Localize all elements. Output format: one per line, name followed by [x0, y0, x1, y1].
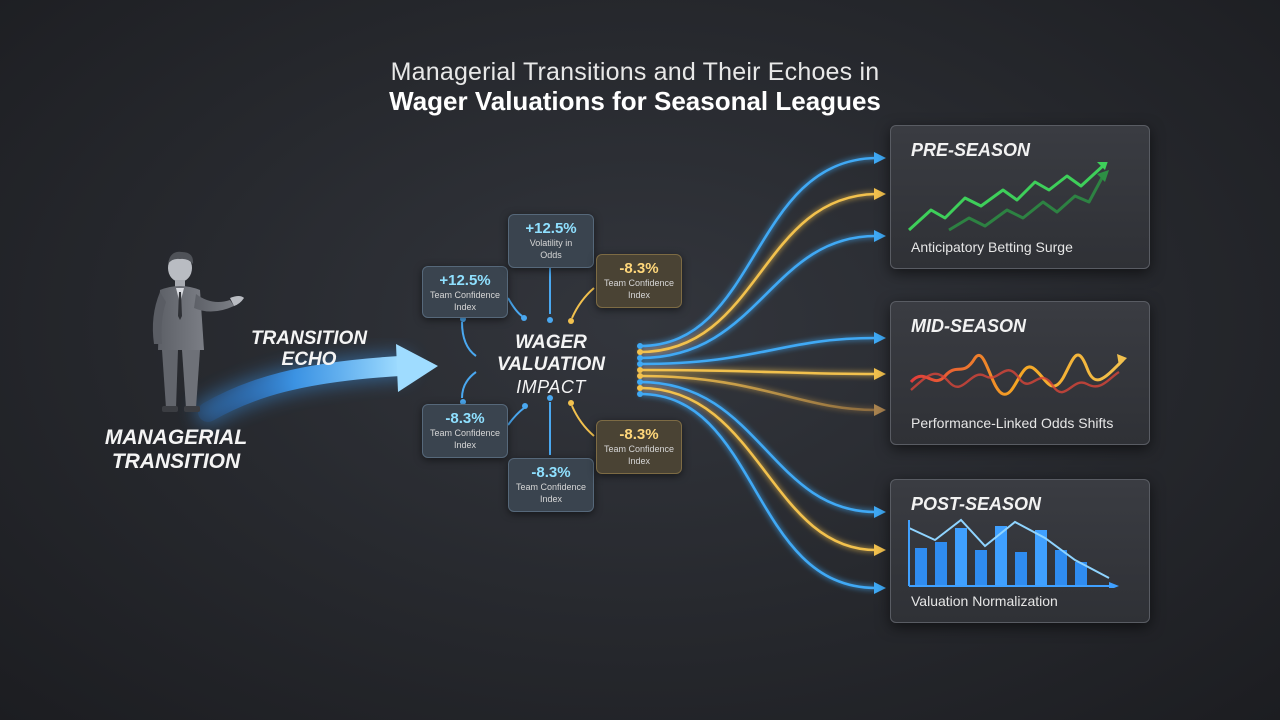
transition-echo-arrow: [195, 344, 438, 425]
stage-heading: MID-SEASON: [911, 316, 1027, 336]
hub-line-1: WAGER: [515, 332, 587, 353]
hub-line-2: VALUATION: [496, 354, 605, 375]
metric-value: -8.3%: [619, 260, 659, 277]
metric-caption-line-1: Volatility in: [529, 238, 573, 248]
metric-card: +12.5% Team Confidence Index: [422, 266, 508, 318]
stage-heading: PRE-SEASON: [911, 140, 1031, 160]
stage-heading: POST-SEASON: [911, 494, 1042, 514]
rising-trend-chart-icon: [907, 162, 1109, 232]
metric-value: +12.5%: [439, 272, 491, 289]
metric-caption-line-2: Index: [627, 456, 651, 466]
metric-value: -8.3%: [619, 426, 659, 443]
metric-caption-line-2: Index: [453, 440, 477, 450]
echo-label-line-1: TRANSITION: [250, 328, 368, 349]
metric-value: -8.3%: [445, 410, 485, 427]
stage-caption: Performance-Linked Odds Shifts: [911, 415, 1114, 431]
stage-panel-post-season: POST-SEASON Valuation Normalization: [890, 479, 1150, 623]
metric-caption-line-1: Team Confidence: [429, 290, 501, 300]
fluctuating-wave-chart-icon: [909, 353, 1127, 396]
metric-card: -8.3% Team Confidence Index: [596, 420, 682, 474]
flow-arrowheads: [874, 152, 886, 594]
metric-caption-line-2: Odds: [540, 250, 562, 260]
echo-label-line-2: ECHO: [281, 349, 337, 370]
title-line-2: Wager Valuations for Seasonal Leagues: [389, 86, 881, 116]
metric-caption-line-1: Team Confidence: [515, 482, 587, 492]
businessman-presenting-icon: [152, 251, 244, 412]
metric-caption-line-2: Index: [539, 494, 563, 504]
metric-caption-line-2: Index: [453, 302, 477, 312]
fan-out-flows: [639, 156, 877, 590]
declining-bar-chart-icon: [908, 518, 1119, 588]
metric-caption-line-1: Team Confidence: [429, 428, 501, 438]
metric-caption-line-2: Index: [627, 290, 651, 300]
metric-value: -8.3%: [531, 464, 571, 481]
stage-panel-mid-season: MID-SEASON Performance-Linked Odds Shift…: [890, 301, 1150, 445]
metric-card: +12.5% Volatility in Odds: [508, 214, 594, 268]
flow-origin-dots: [637, 343, 643, 397]
metric-value: +12.5%: [525, 220, 577, 237]
manager-label-line-1: MANAGERIAL: [104, 426, 248, 449]
metric-caption-line-1: Team Confidence: [603, 444, 675, 454]
echo-label: TRANSITION ECHO: [246, 328, 372, 370]
metric-card: -8.3% Team Confidence Index: [422, 404, 508, 458]
stage-caption: Valuation Normalization: [911, 593, 1058, 609]
manager-label: MANAGERIAL TRANSITION: [96, 426, 256, 474]
metric-card: -8.3% Team Confidence Index: [508, 458, 594, 512]
hub-line-3: IMPACT: [516, 377, 586, 397]
metric-card: -8.3% Team Confidence Index: [596, 254, 682, 308]
wager-valuation-hub: WAGER VALUATION IMPACT: [478, 332, 624, 398]
title-line-1: Managerial Transitions and Their Echoes …: [390, 58, 880, 86]
stage-panel-pre-season: PRE-SEASON Anticipatory Betting Surge: [890, 125, 1150, 269]
metric-caption-line-1: Team Confidence: [603, 278, 675, 288]
manager-label-line-2: TRANSITION: [111, 450, 241, 473]
stage-caption: Anticipatory Betting Surge: [911, 239, 1073, 255]
